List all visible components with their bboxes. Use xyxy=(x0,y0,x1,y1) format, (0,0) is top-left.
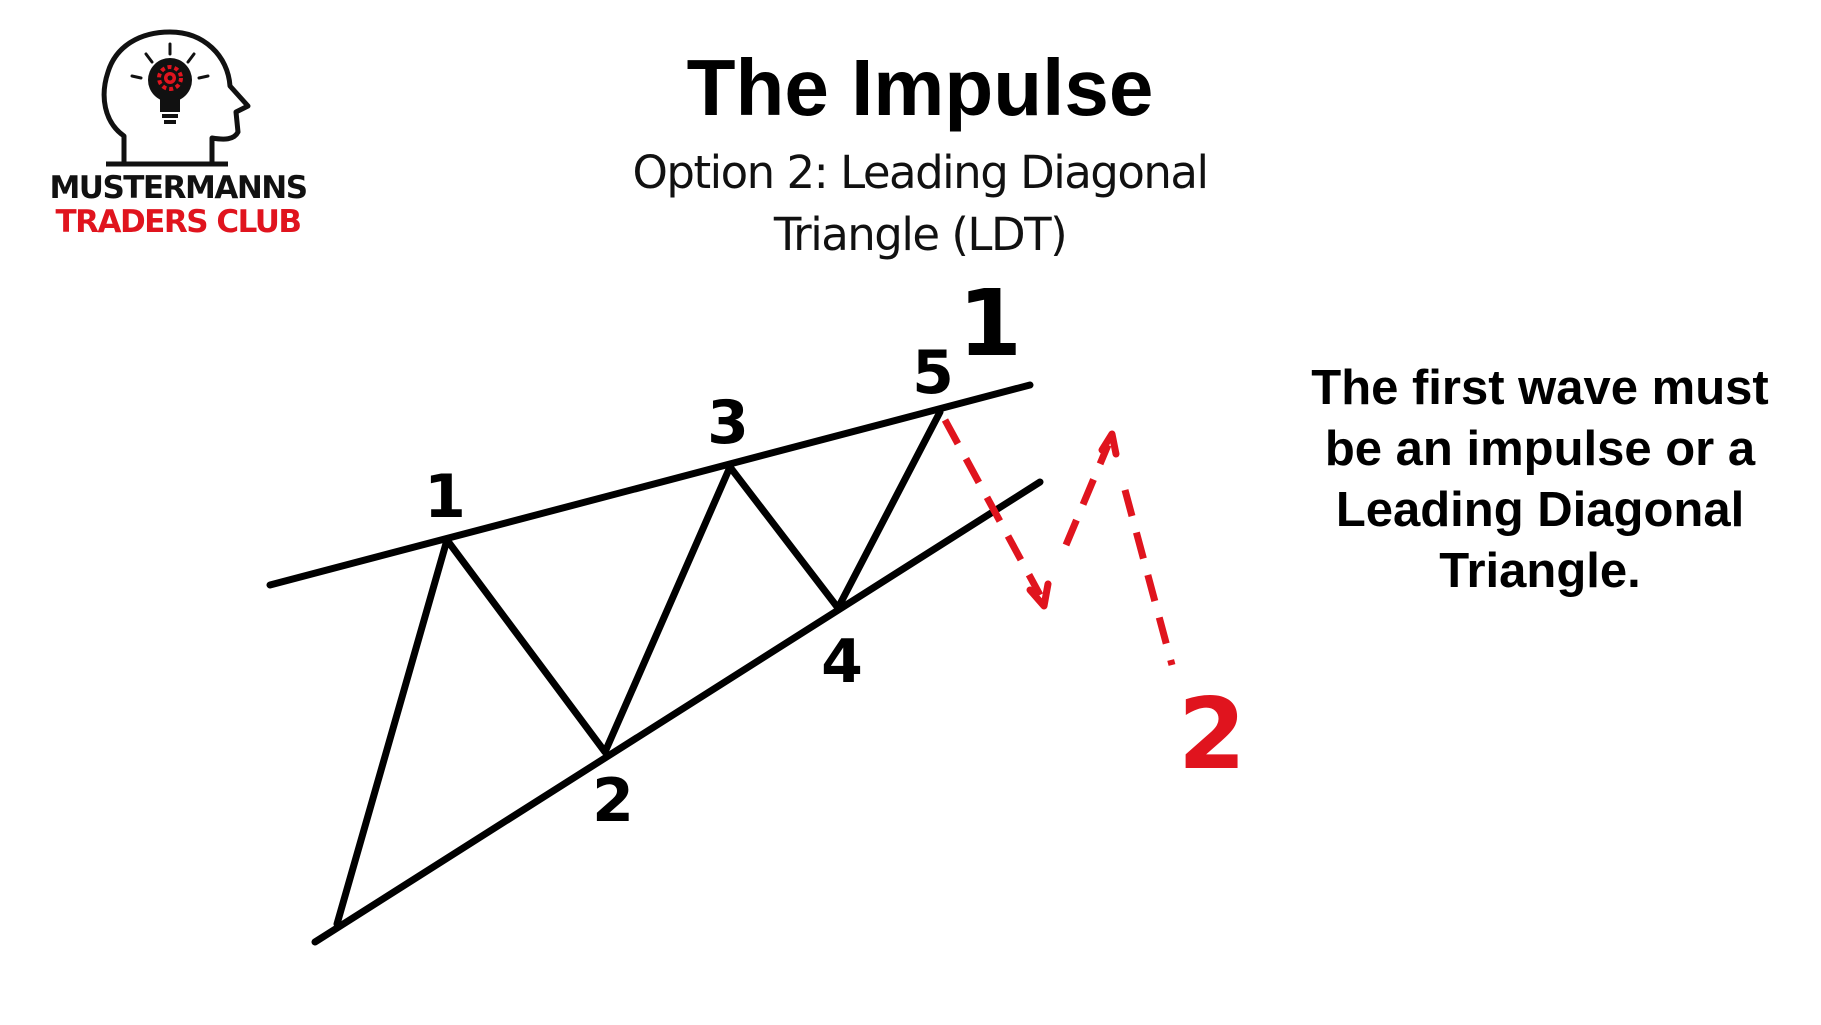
wave-path xyxy=(333,408,944,928)
description-text: The first wave must be an impulse or a L… xyxy=(1311,361,1769,598)
page-title: The Impulse xyxy=(686,43,1154,132)
wave-label-4: 4 xyxy=(821,627,863,697)
page-subtitle: Option 2: Leading Diagonal Triangle (LDT… xyxy=(560,142,1280,266)
major-wave-label: 1 xyxy=(958,270,1022,377)
head-lightbulb-icon xyxy=(101,29,251,167)
wave-label-5: 5 xyxy=(912,338,954,408)
wave-label-3: 3 xyxy=(707,388,749,458)
arrowhead-up xyxy=(1098,430,1120,458)
next-wave-label: 2 xyxy=(1178,678,1246,792)
projection-down-c xyxy=(1121,489,1176,666)
brand-logo: MUSTERMANNS TRADERS CLUB xyxy=(28,14,338,254)
projection-up-b xyxy=(1062,443,1112,547)
lower-trendline xyxy=(311,478,1044,946)
brand-name-line1: MUSTERMANNS xyxy=(49,170,308,206)
brand-name-line2: TRADERS CLUB xyxy=(55,204,302,240)
wave-label-2: 2 xyxy=(592,766,634,836)
projection-down-a xyxy=(941,418,1044,597)
upper-trendline xyxy=(266,381,1034,589)
wave-label-1: 1 xyxy=(424,462,466,532)
subtitle-text: Option 2: Leading Diagonal Triangle (LDT… xyxy=(632,146,1209,261)
arrowhead-down xyxy=(1026,580,1052,610)
